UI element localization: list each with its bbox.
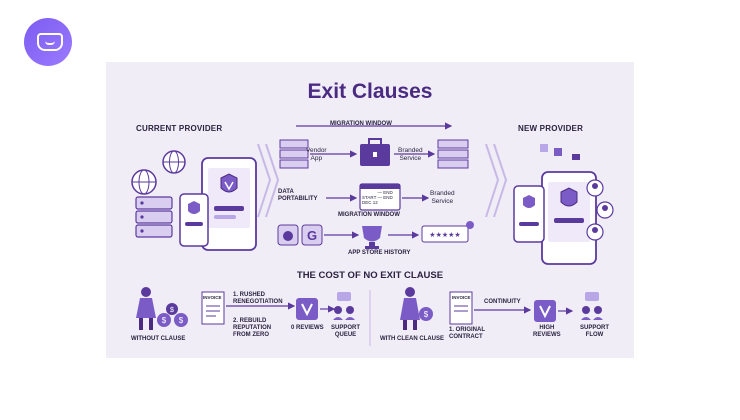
current-provider-heading: CURRENT PROVIDER: [136, 124, 223, 133]
cost-heading: THE COST OF NO EXIT CLAUSE: [296, 270, 444, 281]
branded-service-top-label: Branded Service: [398, 147, 423, 162]
continuity-label: CONTINUITY: [484, 299, 521, 305]
original-contract-label: 1. ORIGINAL CONTRACT: [449, 327, 486, 340]
migration-window-mid-label: MIGRATION WINDOW: [338, 212, 400, 218]
support-queue-label: SUPPORT QUEUE: [331, 325, 361, 338]
user-icon: [586, 179, 614, 241]
money-bag-right-icon: $: [419, 307, 433, 321]
globe-icon: [131, 150, 186, 195]
svg-text:$: $: [179, 316, 184, 325]
with-clean-clause-label: WITH CLEAN CLAUSE: [380, 336, 444, 342]
vendor-badge-icon: [296, 298, 318, 320]
new-phone-icon: [541, 171, 597, 265]
invoice-left-label: INVOICE: [203, 295, 222, 300]
branded-service-mid-label: Branded Service: [430, 190, 455, 205]
logo-glyph-icon: [37, 33, 63, 51]
briefcase-icon: [360, 138, 390, 166]
without-clause-label: WITHOUT CLAUSE: [131, 336, 186, 342]
calendar-line-2: START — END: [362, 195, 393, 200]
worker-icon: [136, 287, 156, 330]
invoice-right-icon: [449, 291, 473, 325]
calendar-line-1: — END: [377, 190, 393, 195]
rushed-renegotiation-label: 1. RUSHED RENEGOTIATION: [233, 292, 283, 305]
google-store-icon: G: [301, 224, 323, 246]
trophy-icon: [362, 226, 382, 249]
svg-text:G: G: [307, 228, 317, 243]
money-bag-icon: $ $ $: [157, 303, 188, 327]
calendar-line-3: DEC 12: [362, 200, 378, 205]
server-left-icon: [279, 139, 309, 169]
svg-text:★★★★★: ★★★★★: [429, 231, 460, 239]
invoice-right-label: INVOICE: [452, 295, 471, 300]
zero-reviews-label: 0 REVIEWS: [291, 325, 324, 331]
page-title: Exit Clauses: [307, 80, 433, 103]
server-stack-icon: [135, 196, 173, 238]
calendar-text: — END START — END DEC 12: [362, 190, 393, 205]
new-tablet-icon: [513, 185, 545, 243]
tablet-icon: [201, 157, 257, 251]
svg-text:$: $: [170, 307, 174, 314]
svg-text:$: $: [424, 310, 429, 319]
support-flow-icon: [581, 292, 603, 320]
apple-store-icon: [277, 224, 299, 246]
new-provider-heading: NEW PROVIDER: [518, 124, 584, 133]
app-logo[interactable]: [24, 18, 72, 66]
worker-right-icon: [400, 287, 420, 330]
rebuild-reputation-label: 2. REBUILD REPUTATION FROM ZERO: [233, 318, 272, 338]
support-icon: [333, 292, 355, 320]
data-portability-label: DATA PORTABILITY: [278, 189, 318, 202]
vendor-badge-right-icon: [534, 300, 556, 322]
high-reviews-label: HIGH REVIEWS: [533, 325, 561, 338]
app-store-history-label: APP STORE HISTORY: [348, 250, 411, 256]
rating-card-icon: ★★★★★: [421, 221, 474, 243]
cube-icon: [540, 144, 580, 160]
phone-icon: [179, 193, 209, 247]
support-flow-label: SUPPORT FLOW: [580, 325, 610, 338]
calendar-icon: [359, 183, 401, 211]
diagram-illustration: G ★★★★★: [131, 122, 614, 346]
vendor-app-label: Vendor App: [306, 147, 327, 162]
migration-window-top-label: MIGRATION WINDOW: [330, 121, 392, 127]
server-right-icon: [437, 139, 469, 169]
invoice-icon: [201, 291, 225, 325]
svg-text:$: $: [162, 316, 167, 325]
